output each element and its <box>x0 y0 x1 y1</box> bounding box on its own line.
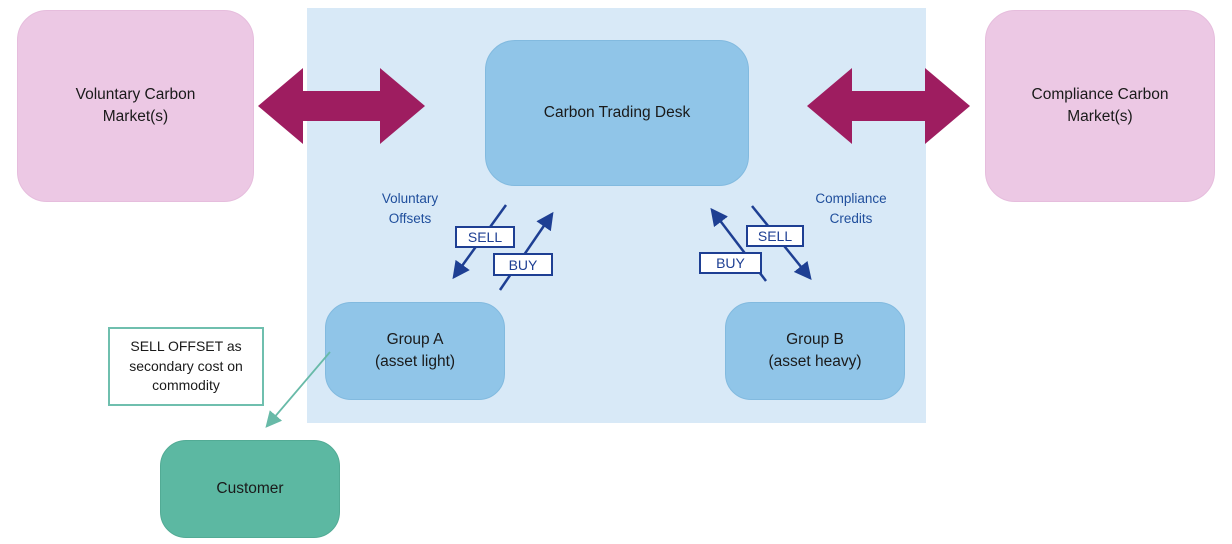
group-a-label: Group A (asset light) <box>374 330 456 370</box>
group-b-box: Group B (asset heavy) <box>725 302 905 400</box>
compliance-carbon-market-label: Compliance Carbon Market(s) <box>1031 85 1169 125</box>
sell-tag-left: SELL <box>455 226 515 248</box>
voluntary-offsets-label: Voluntary Offsets <box>381 191 439 226</box>
group-a-box: Group A (asset light) <box>325 302 505 400</box>
sell-offset-note-text: SELL OFFSET as secondary cost on commodi… <box>129 338 243 394</box>
carbon-trading-desk-label: Carbon Trading Desk <box>543 103 691 121</box>
compliance-carbon-market-box: Compliance Carbon Market(s) <box>985 10 1215 202</box>
voluntary-carbon-market-label: Voluntary Carbon Market(s) <box>75 85 196 125</box>
voluntary-carbon-market-box: Voluntary Carbon Market(s) <box>17 10 254 202</box>
buy-tag-right: BUY <box>699 252 762 274</box>
customer-box: Customer <box>160 440 340 538</box>
buy-tag-left: BUY <box>493 253 553 276</box>
sell-tag-right: SELL <box>746 225 804 247</box>
sell-offset-note-box: SELL OFFSET as secondary cost on commodi… <box>108 327 264 406</box>
customer-label: Customer <box>216 480 284 497</box>
compliance-credits-label: Compliance Credits <box>815 191 887 226</box>
carbon-trading-desk-box: Carbon Trading Desk <box>485 40 749 186</box>
group-b-label: Group B (asset heavy) <box>768 330 862 370</box>
